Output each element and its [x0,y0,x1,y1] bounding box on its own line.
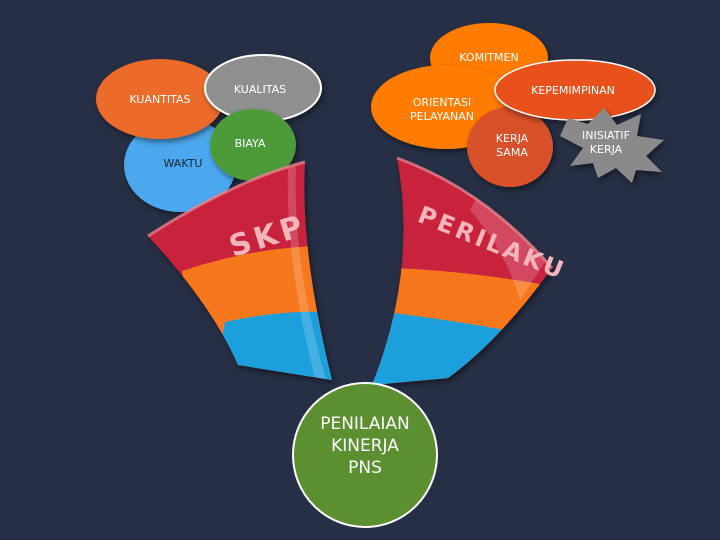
kepemimpinan-label: KEPEMIMPINAN [508,84,638,98]
biaya-label: BIAYA [220,137,280,151]
kuantitas-label: KUANTITAS [110,93,210,107]
orientasi-label: ORIENTASI PELAYANAN [392,96,492,124]
inisiatif-label: INISIATIF KERJA [568,129,644,157]
waktu-label: WAKTU [148,157,218,171]
result-label: PENILAIAN KINERJA PNS [295,413,435,479]
kualitas-label: KUALITAS [215,83,305,97]
komitmen-label: KOMITMEN [442,51,536,65]
kerja-sama-label: KERJA SAMA [482,132,542,160]
